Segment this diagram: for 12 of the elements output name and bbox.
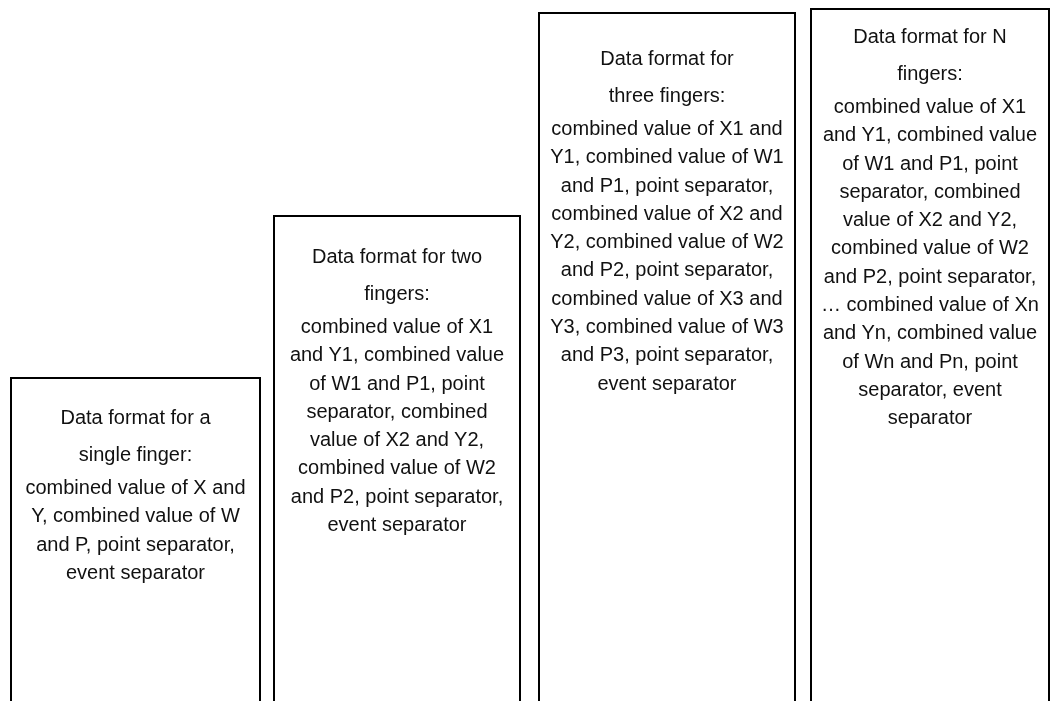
box-heading: Data format for a single finger: bbox=[59, 405, 212, 467]
box-heading: Data format for two fingers: bbox=[310, 244, 484, 306]
box-text: combined value of X1 and Y1, combined value of W1 and P1, point separator, combined value of X2 and Y2, combined value of W2 and P2, point separator, event separator bbox=[288, 314, 506, 538]
box-heading: Data format for N fingers: bbox=[852, 24, 1008, 86]
text-box bbox=[10, 377, 261, 701]
box-heading: Data format for three fingers: bbox=[599, 46, 735, 108]
box-text: combined value of X1 and Y1, combined value of W1 and P1, point separator, combined value of X2 and Y2, combined value of W2 and P2, point separator, combined value of X3 and Y3, combined value of W3 and P3, point separator, event separator bbox=[549, 116, 785, 396]
box-text: combined value of X1 and Y1, combined value of W1 and P1, point separator, combined value of X2 and Y2, combined value of W2 and P2, point separator, … combined value of Xn and Yn, combined value of Wn and Pn, point separator, event separator bbox=[820, 94, 1040, 431]
text-box bbox=[810, 8, 1050, 701]
text-box bbox=[273, 215, 521, 701]
box-text: combined value of X and Y, combined value of W and P, point separator, event separator bbox=[24, 475, 247, 585]
text-box bbox=[538, 12, 796, 701]
